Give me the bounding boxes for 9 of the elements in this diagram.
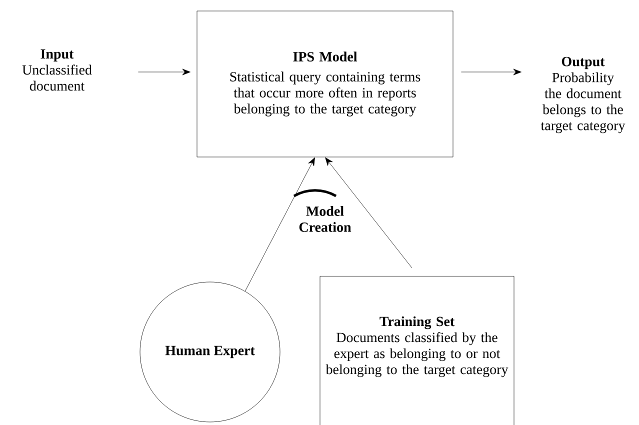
node-text: Input Unclassified document bbox=[22, 49, 92, 91]
arc-label: Model Creation bbox=[299, 206, 352, 232]
arrow bbox=[461, 68, 522, 76]
node-text: Output Probability the document belongs to the target category bbox=[540, 56, 626, 134]
arrow bbox=[138, 68, 190, 76]
training-set-box: Training Set Documents classified by the expert as belonging to or not belonging to the target category bbox=[320, 276, 514, 425]
arrow bbox=[325, 157, 412, 268]
arrow bbox=[244, 157, 315, 292]
model-box: IPS Model Statistical query containing terms that occur more often in reports belonging to the target category bbox=[196, 10, 454, 158]
